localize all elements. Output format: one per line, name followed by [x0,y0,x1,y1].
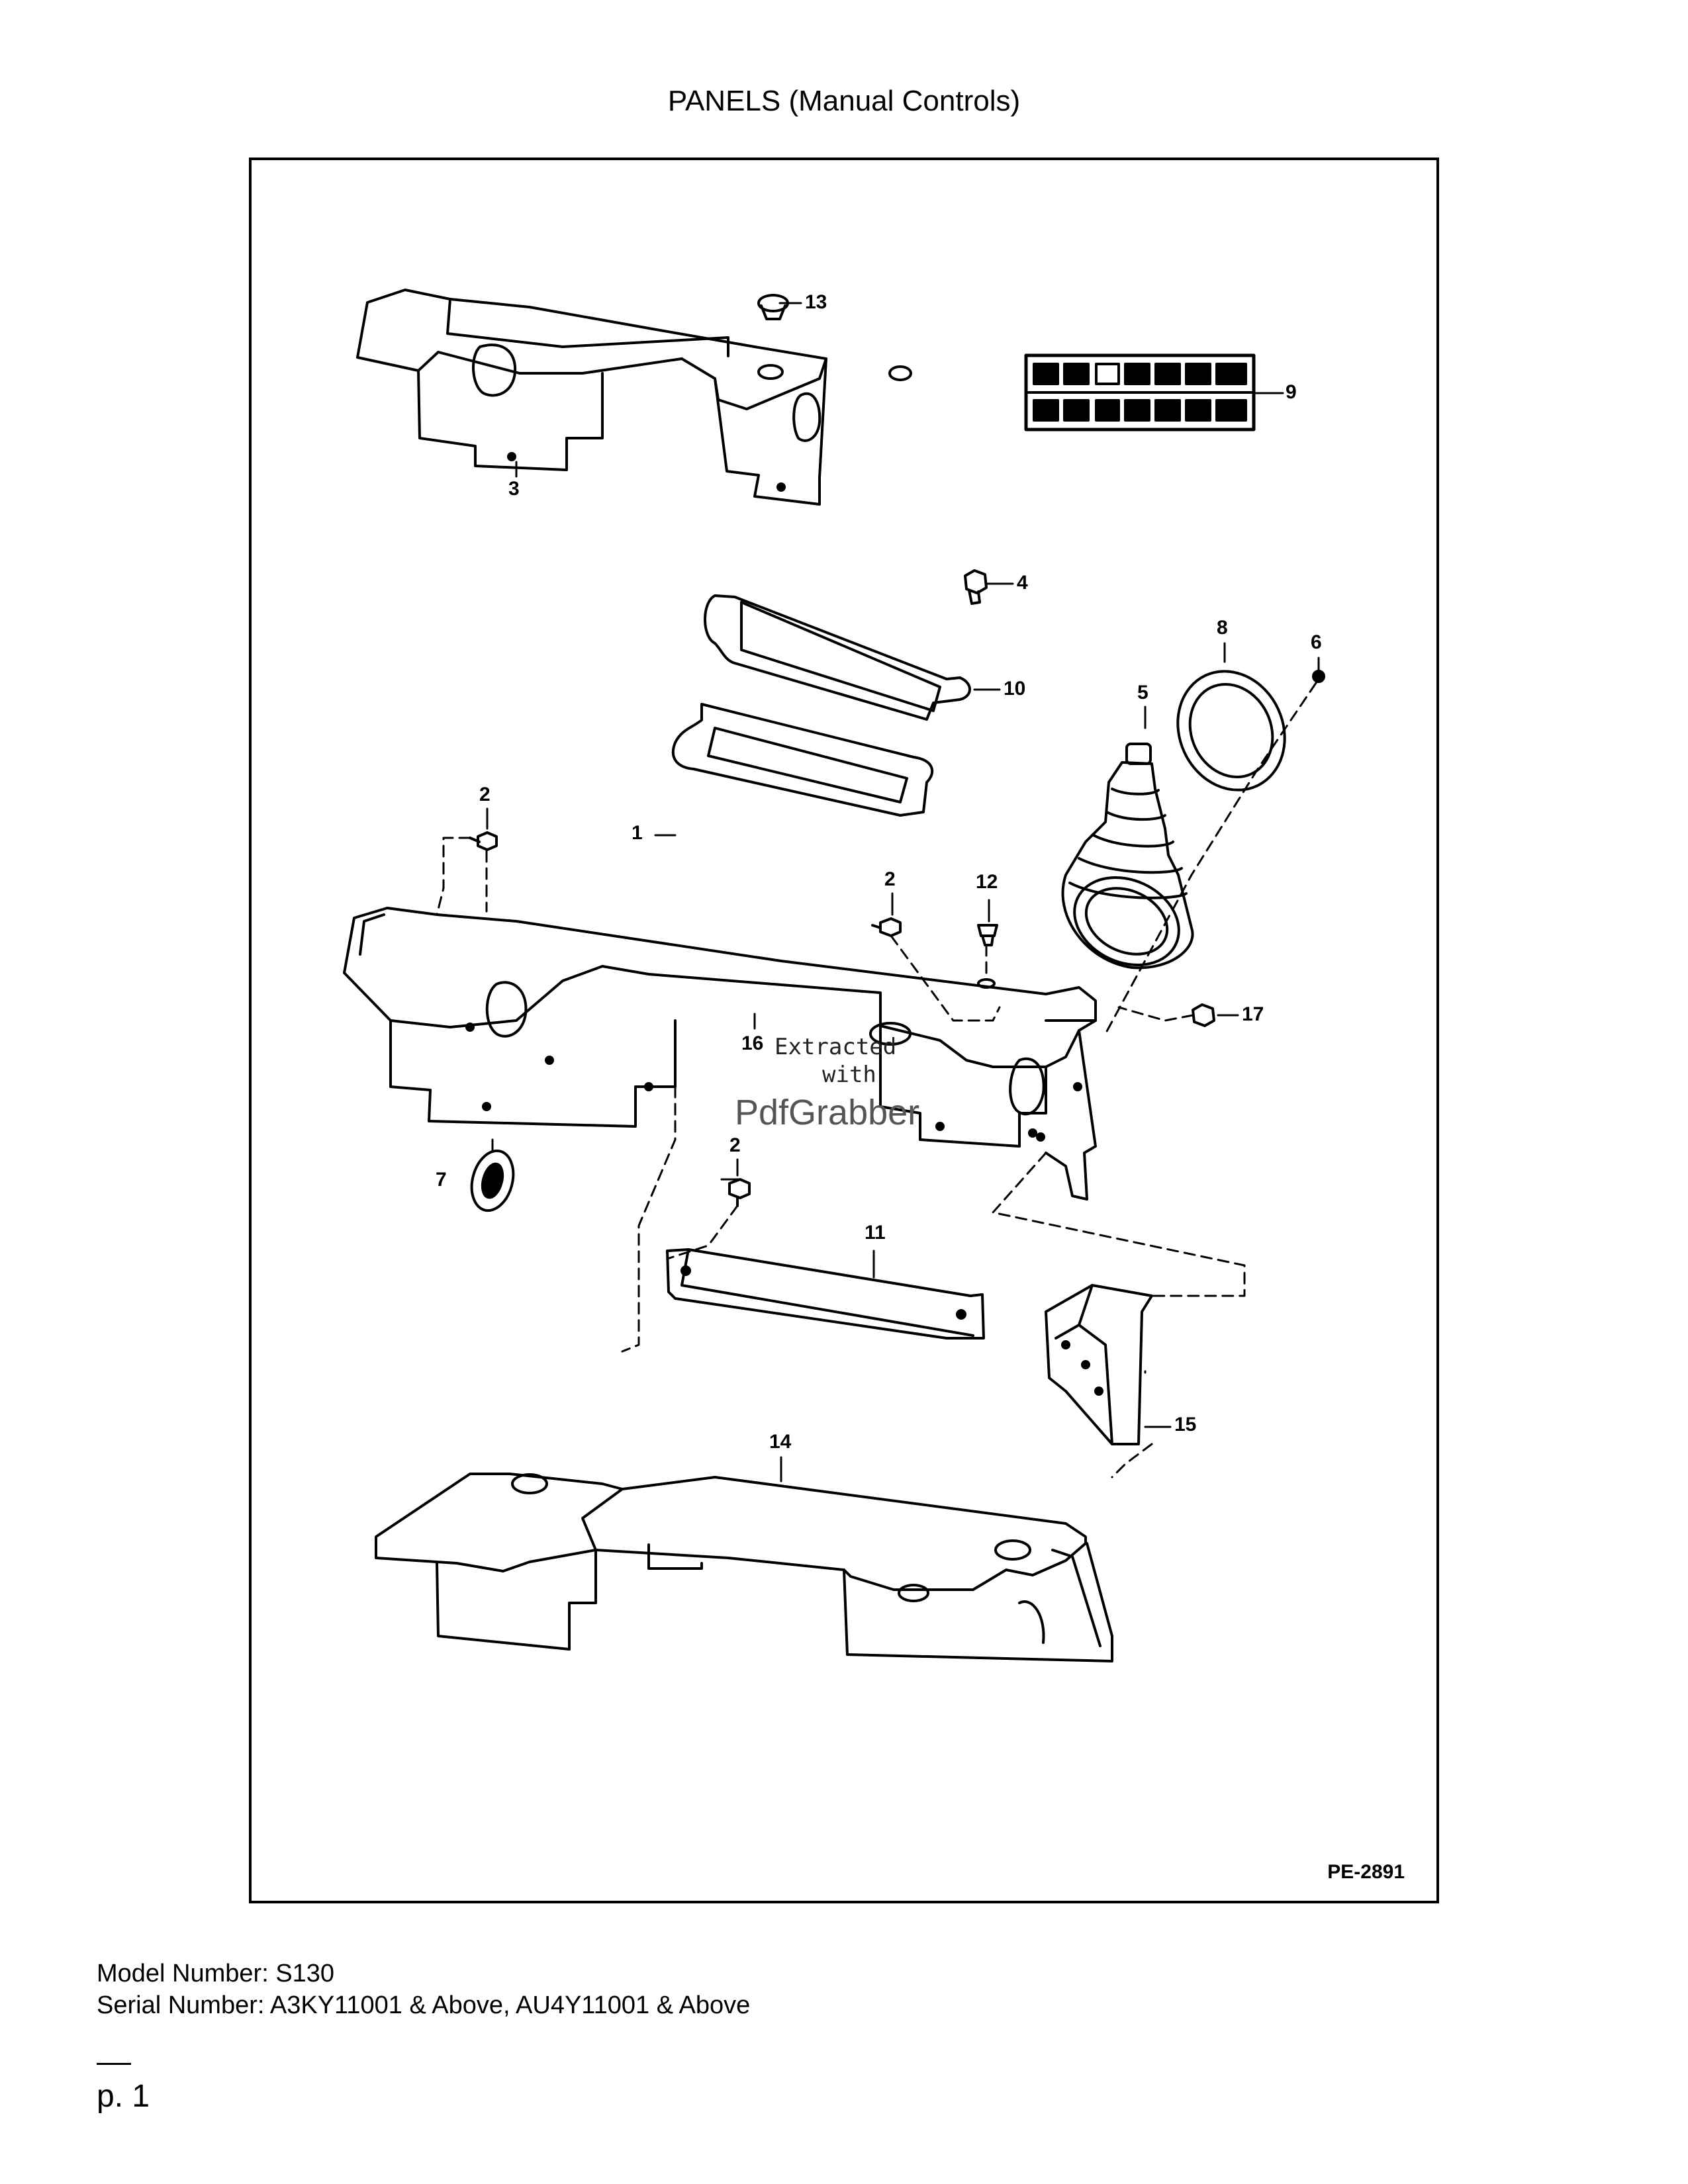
callout-leaders [486,302,1320,1482]
part-13-plug [757,294,789,320]
callout-8: 8 [1217,617,1228,639]
part-17-nut [1192,1003,1215,1027]
part-5-boot [1061,743,1194,970]
part-4-nut [964,569,988,605]
drawing-number: PE-2891 [1327,1861,1405,1883]
page-number: p. 1 [97,2079,150,2114]
parts-diagram-frame: 13 9 3 4 10 8 6 5 1 2 2 12 17 16 2 7 11 … [249,158,1439,1903]
part-11-bracket [666,1248,985,1340]
watermark-with: with [822,1062,876,1088]
part-2-screw-left [469,831,498,851]
part-3-upper-panel [356,289,912,506]
callout-3: 3 [508,478,520,500]
callout-15: 15 [1174,1414,1197,1435]
serial-number: Serial Number: A3KY11001 & Above, AU4Y11… [97,1991,751,2019]
part-16-main-panel [343,907,1097,1201]
part-15-mount [1045,1284,1153,1445]
callout-2-middle: 2 [884,868,896,890]
callout-9: 9 [1286,381,1297,403]
part-14-bottom-panel [375,1473,1113,1662]
part-2-screw-lower [728,1178,751,1207]
watermark-brand: PdfGrabber [735,1093,920,1132]
assembly-dashed-lines [436,682,1317,1479]
callout-11: 11 [865,1222,886,1244]
callout-2-left: 2 [479,784,491,805]
callout-13: 13 [805,291,827,313]
callout-16: 16 [741,1032,764,1054]
callout-1: 1 [632,822,643,844]
part-8-flange-ring [1176,670,1286,792]
callout-12: 12 [976,871,998,893]
callout-17: 17 [1242,1003,1264,1025]
part-2-screw-middle [871,917,902,937]
callout-14: 14 [769,1431,792,1453]
part-12-plug [977,924,998,989]
part-10-trim-frame [704,594,971,721]
callout-10: 10 [1004,678,1026,700]
part-1-gasket [671,703,934,817]
model-number: Model Number: S130 [97,1960,335,1987]
callout-6: 6 [1311,631,1322,653]
watermark-extracted: Extracted [774,1034,897,1060]
callout-2-lower: 2 [729,1134,741,1156]
footer-rule [97,2063,131,2065]
callout-5: 5 [1137,682,1149,704]
exploded-parts-diagram [343,289,1325,1662]
page-title: PANELS (Manual Controls) [667,85,1021,117]
model-info: Model Number: S130 Serial Number: A3KY11… [97,1958,750,2021]
part-7-grommet [470,1149,515,1212]
part-6-screw [1312,670,1325,683]
callout-7: 7 [436,1169,447,1191]
callout-4: 4 [1017,572,1028,594]
part-9-decal [1024,353,1256,432]
